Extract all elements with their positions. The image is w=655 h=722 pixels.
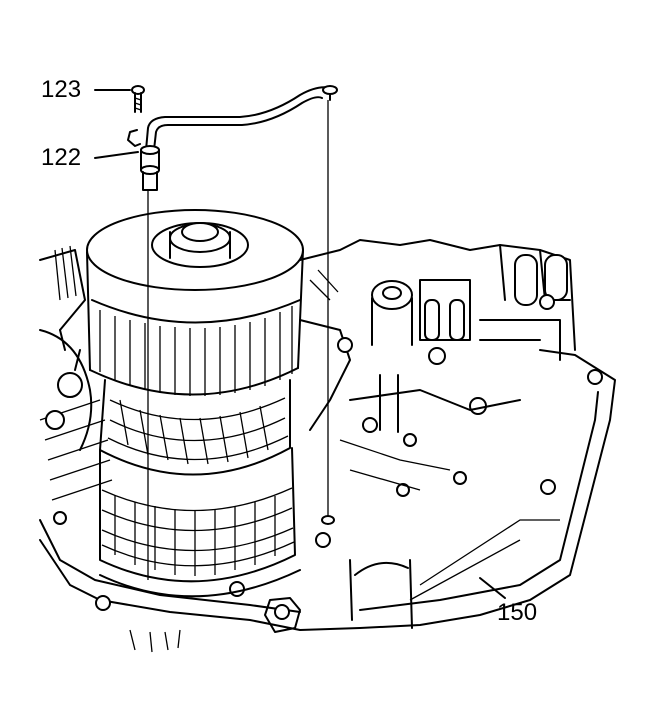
- oil-tube-122: [127, 85, 338, 580]
- valve-body: [299, 239, 576, 491]
- leader-122: [94, 151, 139, 159]
- transmission-case: [39, 349, 616, 653]
- callout-label-122: 122: [41, 144, 82, 171]
- bolt-123: [131, 85, 145, 113]
- callout-label-123: 123: [41, 76, 82, 103]
- lower-fitting: [264, 597, 301, 633]
- callout-label-150: 150: [497, 599, 538, 626]
- clutch-drum-assembly: [86, 209, 304, 598]
- leader-150: [479, 577, 506, 599]
- left-gear-train: [39, 245, 113, 501]
